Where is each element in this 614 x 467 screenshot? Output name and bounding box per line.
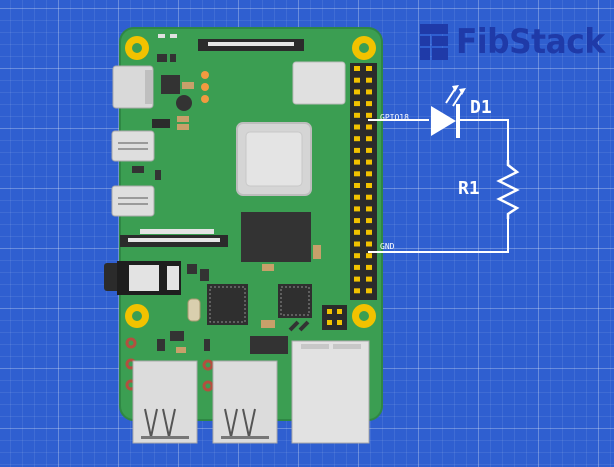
gpio-pin	[366, 101, 372, 107]
resistor-icon	[496, 160, 520, 219]
gpio-pin	[354, 112, 360, 118]
gpio-pin	[354, 124, 360, 130]
gpio-pin	[354, 136, 360, 142]
gpio-pin	[366, 136, 372, 142]
gpio-pin	[366, 112, 372, 118]
gpio-pin	[366, 124, 372, 130]
gpio-pin	[366, 264, 372, 270]
gpio-pin	[366, 218, 372, 224]
resistor-label: R1	[458, 178, 480, 199]
ethernet-port	[291, 340, 370, 444]
gpio-pin	[354, 183, 360, 188]
circuit: GPIO18 GND D1 R1	[368, 85, 520, 253]
gpio-pin	[366, 206, 372, 212]
gpio-pin	[366, 253, 372, 259]
mounting-hole-icon	[125, 36, 376, 328]
led-label: D1	[470, 97, 492, 118]
gpio-pin	[354, 77, 360, 83]
gpio-pin	[354, 101, 360, 107]
gpio-pin	[366, 66, 372, 71]
gpio-pin	[366, 276, 372, 282]
raspberry-pi-board	[104, 27, 383, 421]
gpio-pin	[366, 147, 372, 153]
gpio-pin	[366, 89, 372, 95]
wire-led-resistor	[456, 119, 509, 160]
gnd-label: GND	[380, 242, 395, 251]
gpio-pin	[366, 194, 372, 200]
fibstack-logo-icon	[420, 24, 448, 60]
gpio-pin	[354, 206, 360, 212]
gpio-pin	[354, 264, 360, 270]
gpio18-label: GPIO18	[380, 113, 409, 122]
gpio-pin	[366, 288, 372, 294]
gpio-header	[350, 63, 377, 300]
brand-name: FibStack	[456, 22, 605, 62]
brand-logo: FibStack	[420, 20, 614, 64]
gpio-pin	[354, 241, 360, 247]
gpio-pin	[366, 229, 372, 235]
gpio-pin	[354, 147, 360, 153]
gpio-pin	[354, 229, 360, 235]
gpio-pin	[354, 66, 360, 71]
usb-port	[132, 360, 198, 444]
gpio-pin	[354, 276, 360, 282]
wire-gnd	[368, 219, 509, 253]
gpio-pin	[354, 253, 360, 259]
usb-port	[212, 360, 278, 444]
gpio-pin	[354, 194, 360, 200]
gpio-pin	[354, 171, 360, 177]
gpio-pin	[354, 159, 360, 165]
gpio-pin	[354, 89, 360, 95]
gpio-pin	[366, 183, 372, 188]
gpio-pin	[354, 288, 360, 294]
gpio-pin	[366, 159, 372, 165]
led-icon	[431, 85, 466, 138]
gpio-pin	[366, 241, 372, 247]
gpio-pin	[366, 77, 372, 83]
gpio-pin	[366, 171, 372, 177]
gpio-pin	[354, 218, 360, 224]
